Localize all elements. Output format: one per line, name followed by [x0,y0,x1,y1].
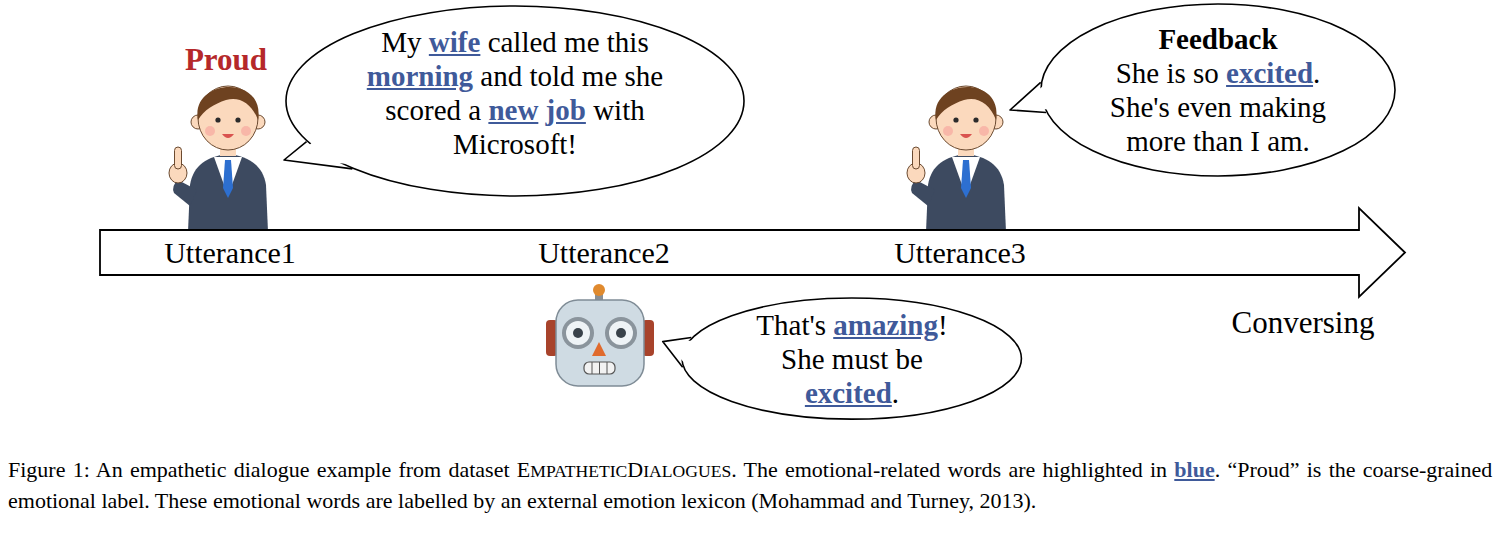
robot-head [556,300,644,386]
man-figure [907,86,1006,232]
blush [205,126,215,136]
speech-bubble: That's amazing! She must be excited. [681,297,1022,420]
finger [175,147,182,169]
bubble-text: She is so excited. She's even making mor… [1101,56,1336,158]
emotion-word: morning [367,60,473,92]
timeline-arrow: Utterance1 Utterance2 Utterance3 [98,205,1408,300]
emotion-word: new [488,94,538,126]
robot-mouth [584,362,615,374]
blush [241,126,251,136]
bubble-text: My wife called me this morning and told … [343,25,688,161]
emotion-word: job [546,94,586,126]
emotion-word: blue [1174,457,1214,482]
bubble-heading: Feedback [1101,22,1336,56]
emotion-word: excited [1226,57,1313,89]
tie [223,160,233,198]
eye [215,117,220,122]
arrow-outline [100,208,1405,297]
robot-eye [566,321,590,345]
emotion-label: Proud [185,42,267,78]
eye [235,117,240,122]
robot-figure [546,284,654,386]
small-cap-letters: MPATHETIC [530,461,627,481]
robot-eye [562,317,594,349]
antenna-knob [593,284,605,296]
suit [188,154,268,232]
robot-eye [605,317,637,349]
man-figure [169,86,268,232]
small-cap-letters: IALOGUES [643,461,731,481]
emotion-word: wife [429,26,481,58]
speech-bubble: FeedbackShe is so excited. She's even ma… [1040,3,1396,177]
head [198,86,258,150]
emotion-word: amazing [833,309,938,341]
robot-pupil [616,328,626,338]
bubble-text: That's amazing! She must be excited. [746,308,958,410]
robot-teeth [592,362,607,374]
bubble-outline [682,298,1021,419]
bubble-tail-join [668,341,694,366]
utterance-label: Utterance2 [538,235,670,270]
bubble-outline [286,6,744,196]
speech-bubble: My wife called me this morning and told … [285,5,745,197]
robot-pupil [573,328,583,338]
figure-caption: Figure 1: An empathetic dialogue example… [8,455,1492,515]
robot-eye [609,321,633,345]
utterance-label: Utterance3 [894,235,1026,270]
bubble-outline [1041,4,1395,176]
bubble-tail-join [293,142,351,164]
sleeve [173,180,197,206]
axis-label: Conversing [1232,305,1375,341]
emotion-word: excited [805,377,892,409]
robot-nose [592,342,606,356]
utterance-label: Utterance1 [164,235,296,270]
mouth [222,134,234,138]
bubble-tail-join [1017,85,1049,109]
hair [197,87,258,120]
